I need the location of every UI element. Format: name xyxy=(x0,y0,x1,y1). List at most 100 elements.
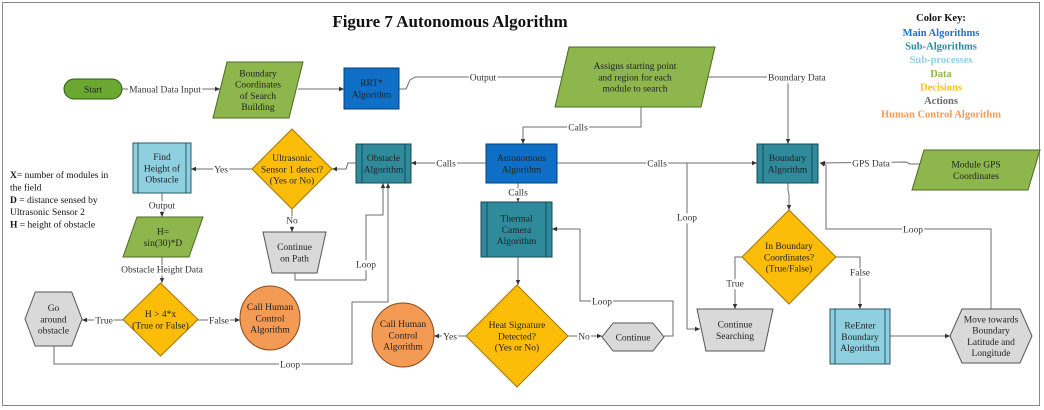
edge-inboundary-false xyxy=(836,256,863,309)
label-false-h: False xyxy=(209,316,229,326)
edge-move-loop xyxy=(819,162,992,309)
legend-item: Sub-processes xyxy=(910,55,973,66)
label-loop-search: Loop xyxy=(677,213,697,223)
edge-obstacle-to-ultrasonic xyxy=(332,162,356,172)
legend-item: Human Control Algorithm xyxy=(881,110,1001,121)
label-output-rrt: Output xyxy=(470,73,497,83)
legend-item: Main Algorithms xyxy=(903,28,980,39)
label-true-h: True xyxy=(95,316,113,326)
human-control-circle-shape xyxy=(239,285,301,351)
sub-algorithm-shape xyxy=(355,143,412,184)
label-yes-heat: Yes xyxy=(443,332,457,342)
edge-continue-path-loop xyxy=(294,183,386,281)
edge-boundary-to-inboundary xyxy=(786,183,792,210)
note-line: H = height of obstacle xyxy=(10,220,95,231)
label-loop-path: Loop xyxy=(356,260,376,270)
action-hexagon-shape xyxy=(24,291,83,347)
continue-label: Continue xyxy=(616,333,651,343)
continue-node[interactable]: Continue xyxy=(601,322,665,352)
note-line: D = distance sensed by xyxy=(10,196,98,206)
decision-diamond-shape xyxy=(465,284,569,388)
h-formula-label: H=sin(30)*D xyxy=(144,228,183,249)
action-hexagon-shape xyxy=(601,322,665,352)
label-calls-boundary: Calls xyxy=(647,159,667,169)
main-algorithm-shape xyxy=(485,143,558,184)
label-boundary-data: Boundary Data xyxy=(768,73,827,83)
label-false-boundary: False xyxy=(850,268,870,278)
action-shape xyxy=(262,231,327,274)
label-obstacle-height-data: Obstacle Height Data xyxy=(121,265,204,275)
sub-algorithm-shape xyxy=(480,201,553,258)
color-key-legend: Color Key: Main AlgorithmsSub-Algorithms… xyxy=(881,13,1001,121)
legend-item: Data xyxy=(930,69,952,80)
rrt-label: RRT*Algorithm xyxy=(352,79,392,100)
label-no-ultrasonic: No xyxy=(286,216,298,226)
label-loop-bottom: Loop xyxy=(280,360,300,370)
edge-continue-loop xyxy=(552,226,674,337)
label-calls-obstacle: Calls xyxy=(436,159,456,169)
start-label: Start xyxy=(84,85,102,95)
legend-title: Color Key: xyxy=(916,13,966,24)
edge-rrt-to-assigns xyxy=(399,74,568,90)
legend-item: Decisions xyxy=(920,82,962,93)
rrt-node[interactable]: RRT*Algorithm xyxy=(343,67,400,110)
label-calls-thermal: Calls xyxy=(508,188,528,198)
sub-process-shape xyxy=(829,308,891,365)
note-line: the field xyxy=(10,182,42,193)
label-loop-continue: Loop xyxy=(592,297,612,307)
decision-diamond-shape xyxy=(251,128,333,210)
note-line: X= number of modules in xyxy=(10,170,108,181)
h-formula-node[interactable]: H=sin(30)*D xyxy=(122,216,204,258)
label-no-heat: No xyxy=(578,332,590,342)
data-parallelogram-shape xyxy=(911,149,1041,191)
label-true-boundary: True xyxy=(726,279,744,289)
start-node[interactable]: Start xyxy=(63,78,123,100)
decision-diamond-shape xyxy=(122,282,199,357)
h-decision-node[interactable]: H > 4*x(True or False) xyxy=(122,282,199,357)
label-gps-data: GPS Data xyxy=(852,159,891,169)
label-yes-ultrasonic: Yes xyxy=(214,165,228,175)
human-control-circle-shape xyxy=(371,302,435,368)
note-line: Ultrasonic Sensor 2 xyxy=(10,208,85,218)
legend-item: Actions xyxy=(924,96,958,107)
data-parallelogram-shape xyxy=(122,216,204,258)
sub-algorithm-shape xyxy=(756,143,819,184)
terminal-shape xyxy=(63,78,123,100)
data-parallelogram-shape xyxy=(554,46,716,108)
figure-title: Figure 7 Autonomous Algorithm xyxy=(332,12,567,31)
